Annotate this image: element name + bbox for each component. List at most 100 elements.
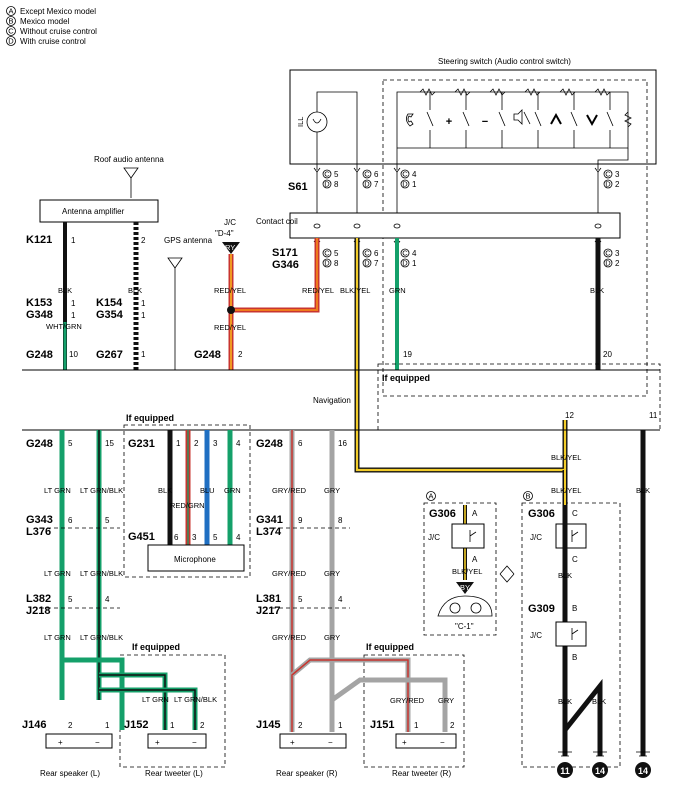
resistor-row <box>419 88 632 128</box>
connector-s61: S61 <box>288 181 308 193</box>
svg-text:C: C <box>572 509 578 518</box>
svg-text:2: 2 <box>194 439 199 448</box>
svg-text:BLK/YEL: BLK/YEL <box>551 453 581 462</box>
svg-text:BLK/YEL: BLK/YEL <box>340 286 370 295</box>
svg-text:2: 2 <box>450 721 455 730</box>
connector-g343: G343 <box>26 514 53 526</box>
svg-text:4: 4 <box>105 595 110 604</box>
svg-text:D: D <box>364 259 370 268</box>
svg-text:RED/YEL: RED/YEL <box>302 286 334 295</box>
svg-text:If equipped: If equipped <box>366 642 414 652</box>
rear-speaker-l <box>45 733 113 749</box>
svg-text:GRY/RED: GRY/RED <box>390 696 425 705</box>
svg-text:C: C <box>364 249 370 258</box>
connector-g248-a: G248 <box>26 349 53 361</box>
svg-text:BY: BY <box>460 583 470 592</box>
svg-text:C: C <box>8 27 14 36</box>
connector-l376: L376 <box>26 526 51 538</box>
legend-b: Mexico model <box>20 17 70 26</box>
svg-text:GRY/RED: GRY/RED <box>272 486 307 495</box>
svg-text:D: D <box>324 259 330 268</box>
connector-l381: L381 <box>256 593 281 605</box>
svg-text:1: 1 <box>71 236 76 245</box>
svg-text:1: 1 <box>176 439 181 448</box>
svg-text:4: 4 <box>236 533 241 542</box>
svg-text:LT GRN/BLK: LT GRN/BLK <box>80 569 123 578</box>
svg-text:2: 2 <box>298 721 303 730</box>
svg-text:B: B <box>8 17 13 26</box>
legend-a: Except Mexico model <box>20 7 96 16</box>
svg-text:GRN: GRN <box>389 286 406 295</box>
svg-text:+: + <box>155 738 160 747</box>
by-arrow-icon <box>456 582 474 594</box>
svg-text:If equipped: If equipped <box>382 373 430 383</box>
svg-text:5: 5 <box>334 170 339 179</box>
connector-g306-a: G306 <box>429 508 456 520</box>
svg-text:16: 16 <box>338 439 347 448</box>
svg-text:RED/YEL: RED/YEL <box>214 323 246 332</box>
connector-g267: G267 <box>96 349 123 361</box>
svg-text:1: 1 <box>105 721 110 730</box>
legend-c: Without cruise control <box>20 27 97 36</box>
svg-text:3: 3 <box>615 249 620 258</box>
svg-text:C: C <box>402 170 408 179</box>
svg-text:Rear speaker (R): Rear speaker (R) <box>276 769 338 778</box>
svg-text:C: C <box>364 170 370 179</box>
svg-text:1: 1 <box>141 350 146 359</box>
svg-text:WHT/GRN: WHT/GRN <box>46 322 82 331</box>
svg-text:LT GRN: LT GRN <box>142 695 169 704</box>
legend: A Except Mexico model B Mexico model C W… <box>6 6 97 46</box>
svg-text:2: 2 <box>200 721 205 730</box>
volume-up-icon: + <box>446 116 452 128</box>
svg-text:−: − <box>328 738 333 747</box>
svg-text:B: B <box>525 492 530 501</box>
navigation-label: Navigation <box>313 396 351 405</box>
svg-text:1: 1 <box>414 721 419 730</box>
svg-text:8: 8 <box>334 180 339 189</box>
connector-j151: J151 <box>370 719 394 731</box>
svg-text:C: C <box>572 555 578 564</box>
svg-text:9: 9 <box>298 516 303 525</box>
connector-l374: L374 <box>256 526 282 538</box>
svg-text:GRY: GRY <box>324 633 340 642</box>
rear-tweeter-r <box>395 733 457 749</box>
svg-text:2: 2 <box>615 259 620 268</box>
connector-g346: G346 <box>272 259 299 271</box>
svg-text:8: 8 <box>334 259 339 268</box>
svg-text:19: 19 <box>403 350 412 359</box>
connector-k153: K153 <box>26 297 52 309</box>
svg-text:LT GRN: LT GRN <box>44 569 71 578</box>
svg-text:A: A <box>472 509 478 518</box>
svg-text:GRY/RED: GRY/RED <box>272 569 307 578</box>
connector-k154: K154 <box>96 297 123 309</box>
svg-text:BLK: BLK <box>558 571 572 580</box>
svg-text:1: 1 <box>412 180 417 189</box>
connector-g248-c: G248 <box>26 438 53 450</box>
connector-j152: J152 <box>124 719 148 731</box>
meter-cluster-icon <box>437 595 493 617</box>
svg-text:10: 10 <box>69 350 78 359</box>
svg-text:BLK/YEL: BLK/YEL <box>452 567 482 576</box>
antenna-amplifier-box <box>39 199 159 223</box>
svg-text:Antenna amplifier: Antenna amplifier <box>62 207 125 216</box>
svg-text:C: C <box>605 249 611 258</box>
svg-text:Rear tweeter (R): Rear tweeter (R) <box>392 769 451 778</box>
svg-text:RY: RY <box>225 243 235 252</box>
ground-11-icon: 11 <box>557 751 573 778</box>
svg-text:2: 2 <box>615 180 620 189</box>
svg-text:D: D <box>8 37 14 46</box>
svg-text:A: A <box>428 492 433 501</box>
svg-text:6: 6 <box>374 249 379 258</box>
connector-l382: L382 <box>26 593 51 605</box>
svg-text:Roof audio antenna: Roof audio antenna <box>94 155 164 164</box>
svg-text:GRY/RED: GRY/RED <box>272 633 307 642</box>
svg-text:GRN: GRN <box>224 486 241 495</box>
ground-14-a-icon: 14 <box>592 751 608 778</box>
connector-g451: G451 <box>128 531 155 543</box>
svg-text:D: D <box>364 180 370 189</box>
svg-text:B: B <box>572 653 577 662</box>
connector-g231: G231 <box>128 438 155 450</box>
contact-coil-box <box>289 212 621 239</box>
svg-text:BLK: BLK <box>558 697 572 706</box>
